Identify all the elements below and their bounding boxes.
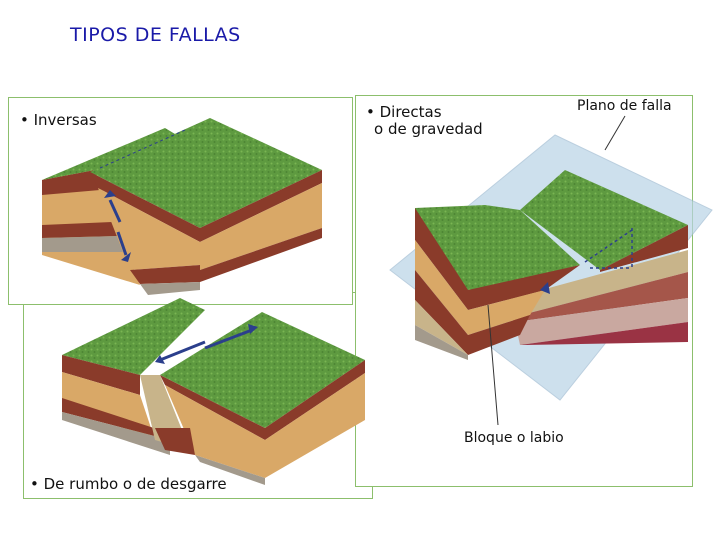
normal-fault-block	[389, 115, 713, 426]
label-rumbo: • De rumbo o de desgarre	[30, 475, 227, 493]
reverse-fault-block	[42, 118, 322, 295]
label-plano-de-falla: Plano de falla	[577, 98, 672, 114]
label-inversas: • Inversas	[20, 111, 97, 129]
label-directas-line1: • Directas	[366, 103, 442, 121]
strike-slip-fault-block	[62, 298, 365, 485]
label-bloque-o-labio: Bloque o labio	[464, 430, 564, 446]
label-directas-line2: o de gravedad	[374, 120, 483, 138]
page-title: TIPOS DE FALLAS	[70, 24, 241, 46]
